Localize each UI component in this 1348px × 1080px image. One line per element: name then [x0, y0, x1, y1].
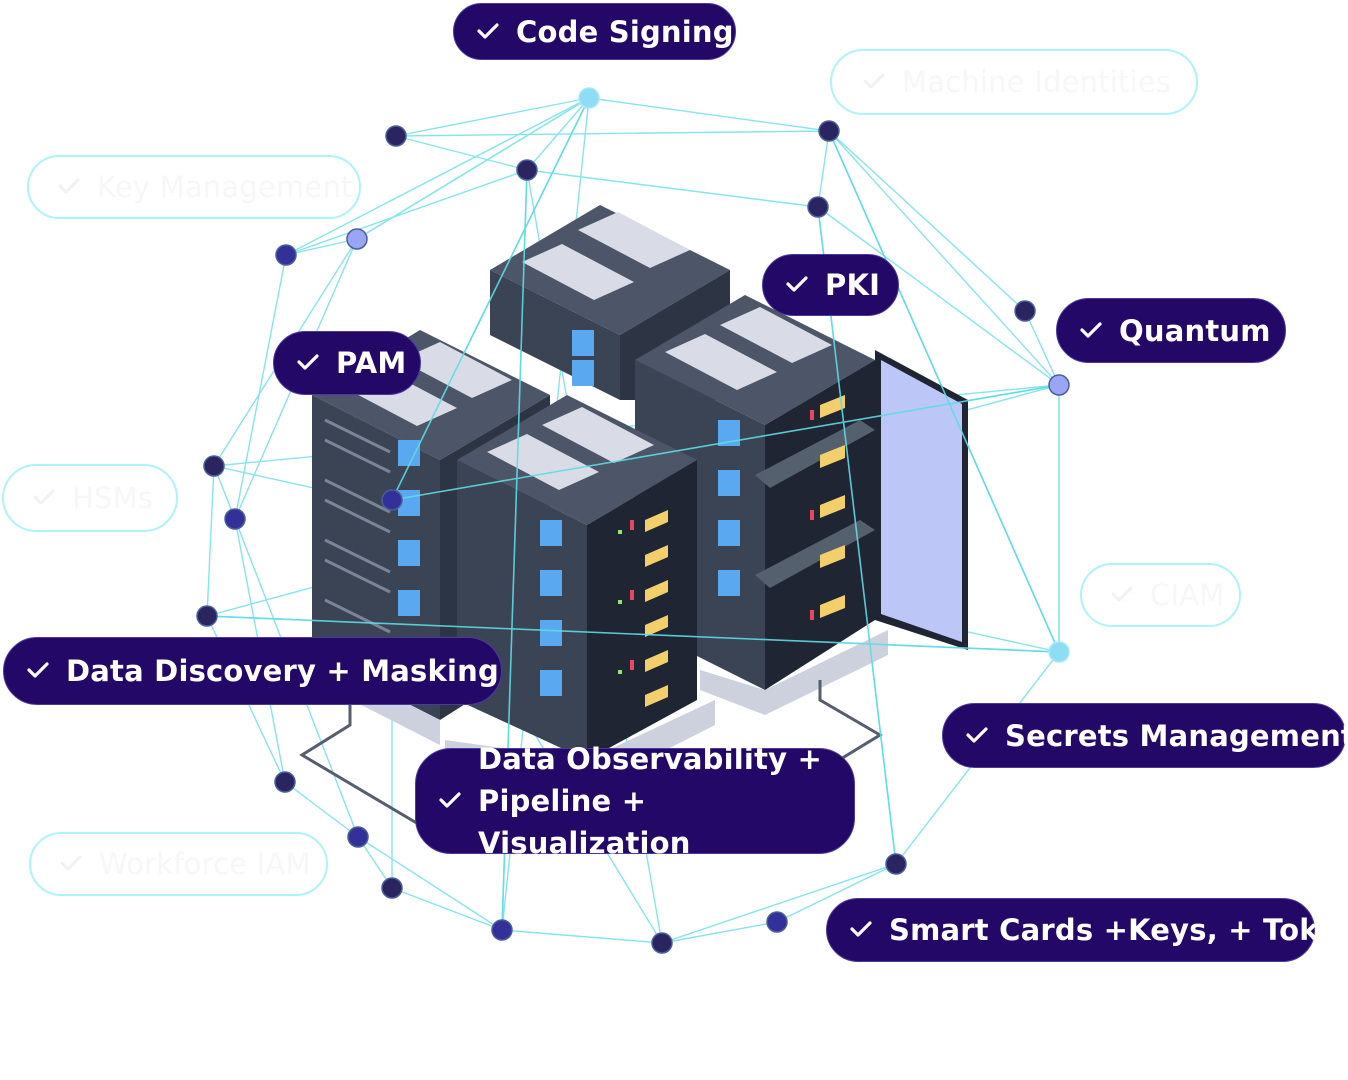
label-text: PKI	[825, 268, 881, 302]
network-node	[275, 244, 297, 266]
network-link	[395, 130, 830, 137]
label-data-observability: Data Observability + Pipeline + Visualiz…	[415, 742, 855, 860]
network-lines-front	[206, 97, 1060, 931]
label-text: Secrets Management	[1005, 718, 1348, 753]
label-text: HSMs	[72, 481, 154, 515]
label-text: CIAM	[1150, 578, 1225, 612]
label-text: Quantum	[1119, 313, 1271, 348]
network-node	[346, 228, 368, 250]
network-link	[206, 465, 215, 617]
label-data-discovery-masking: Data Discovery + Masking	[3, 637, 502, 705]
server-rack-front	[445, 395, 715, 790]
network-node	[385, 125, 407, 147]
label-text: Data Discovery + Masking	[66, 654, 499, 688]
network-node	[807, 196, 829, 218]
network-link	[661, 863, 897, 944]
check-icon	[57, 176, 83, 198]
network-node	[203, 455, 225, 477]
check-icon	[438, 790, 464, 812]
label-text: Workforce IAM	[99, 847, 311, 881]
network-link	[284, 781, 359, 838]
network-node	[381, 877, 403, 899]
network-node	[516, 159, 538, 181]
label-text: Key Management	[97, 170, 353, 204]
network-link	[661, 921, 778, 944]
check-icon	[1079, 320, 1105, 342]
label-text: PAM	[336, 346, 407, 380]
network-link	[828, 130, 1026, 312]
network-node	[347, 826, 369, 848]
network-node	[1014, 300, 1036, 322]
network-node	[1048, 374, 1070, 396]
network-node	[196, 605, 218, 627]
network-node	[381, 489, 403, 511]
label-quantum: Quantum	[1056, 298, 1286, 363]
label-text-line-2: Pipeline + Visualization	[478, 784, 691, 860]
network-node	[818, 120, 840, 142]
network-link	[588, 97, 830, 132]
network-link	[817, 130, 830, 208]
network-link	[391, 97, 590, 501]
network-link	[501, 929, 663, 944]
label-text-line-1: Data Observability +	[478, 742, 823, 776]
network-link	[395, 135, 528, 171]
check-icon	[965, 725, 991, 747]
label-workforce-iam: Workforce IAM	[29, 832, 328, 896]
check-icon	[32, 487, 58, 509]
network-node	[224, 508, 246, 530]
label-key-management: Key Management	[27, 155, 361, 219]
network-link	[817, 206, 897, 865]
network-link	[285, 97, 590, 256]
network-link	[526, 169, 819, 208]
network-link	[206, 615, 1060, 653]
network-link	[817, 206, 1060, 386]
network-node	[766, 911, 788, 933]
check-icon	[476, 21, 502, 43]
label-text: Machine Identities	[902, 65, 1172, 99]
check-icon	[785, 274, 811, 296]
check-icon	[862, 71, 888, 93]
label-machine-identities: Machine Identities	[830, 49, 1198, 115]
label-secrets-management: Secrets Management	[942, 703, 1348, 768]
label-text: Code Signing	[516, 14, 734, 49]
network-link	[395, 97, 590, 137]
label-pki: PKI	[762, 254, 899, 316]
network-node	[274, 771, 296, 793]
network-link	[285, 238, 358, 256]
network-node	[491, 919, 513, 941]
network-link	[356, 97, 590, 240]
network-link	[828, 130, 1060, 653]
network-node	[578, 87, 600, 109]
label-smart-cards: Smart Cards +Keys, + Tokens	[826, 898, 1348, 962]
network-link	[391, 887, 503, 931]
label-hsms: HSMs	[2, 464, 178, 532]
check-icon	[849, 919, 875, 941]
network-link	[234, 254, 287, 520]
label-text: Smart Cards +Keys, + Tokens	[889, 913, 1348, 947]
network-nodes	[196, 87, 1070, 954]
network-link	[828, 130, 1060, 386]
label-ciam: CIAM	[1080, 563, 1241, 627]
network-link	[776, 863, 897, 923]
server-rack-right	[635, 295, 968, 715]
check-icon	[1110, 584, 1136, 606]
network-node	[1048, 641, 1070, 663]
network-link	[285, 169, 528, 256]
network-link	[357, 836, 503, 931]
check-icon	[26, 660, 52, 682]
network-node	[651, 932, 673, 954]
label-code-signing: Code Signing	[453, 3, 736, 60]
check-icon	[296, 352, 322, 374]
network-node	[885, 853, 907, 875]
check-icon	[59, 853, 85, 875]
network-link	[1024, 310, 1060, 386]
label-pam: PAM	[273, 331, 421, 395]
network-link	[391, 384, 1060, 501]
